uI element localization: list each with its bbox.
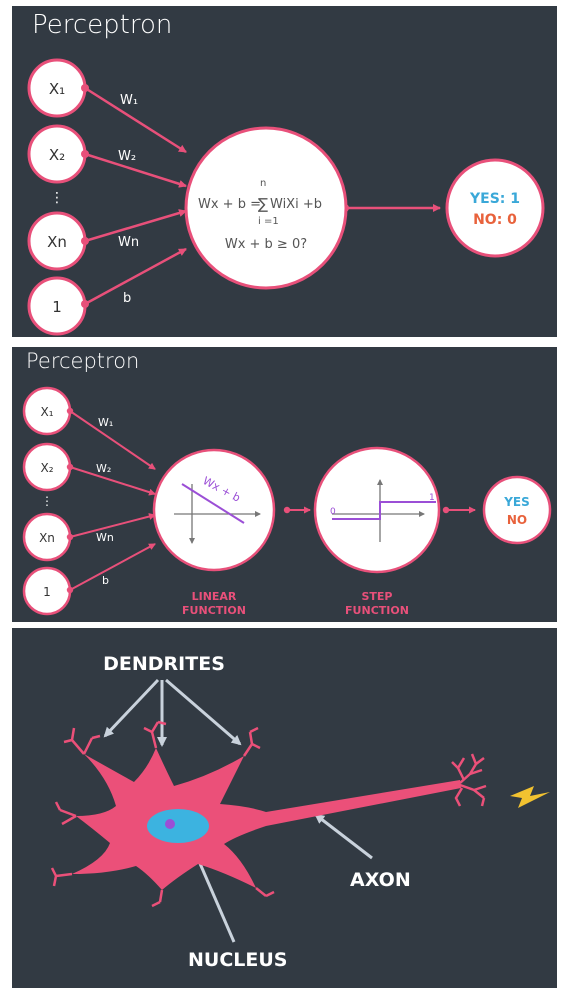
neuron-body [72, 748, 461, 890]
lightning-icon [510, 786, 550, 808]
threshold-condition: Wx + b ≥ 0? [225, 237, 307, 252]
weight-label: W₁ [98, 416, 113, 429]
weight-edges [69, 410, 476, 591]
input-label: X₁ [40, 405, 53, 419]
neuron-panel: DENDRITES AXON NUCLEUS [12, 628, 557, 988]
axon-terminals [451, 753, 487, 807]
linear-function-node: Wx + b [152, 448, 276, 572]
axon-label: AXON [350, 869, 411, 891]
input-node-x1: X₁ [27, 58, 87, 118]
output-node: YES NO [482, 475, 552, 545]
perceptron-panel-1: Perceptron X₁ X₂ ⋮ Xn 1 [12, 6, 557, 337]
dendrites-label: DENDRITES [103, 653, 225, 675]
panel-title: Perceptron [26, 349, 140, 373]
input-label: X₂ [40, 461, 53, 475]
input-label: X₂ [49, 146, 65, 164]
output-no: NO [507, 513, 527, 527]
panel-title: Perceptron [32, 10, 173, 40]
neuron [50, 720, 487, 908]
label-pointer-arrows [103, 678, 373, 943]
output-node: YES: 1 NO: 0 [445, 158, 545, 258]
weight-label: b [123, 291, 131, 306]
step-zero-label: 0 [330, 507, 336, 517]
input-node-x1: X₁ [22, 386, 72, 436]
sum-symbol: ∑ [258, 195, 268, 213]
weight-edges [84, 86, 441, 306]
nucleus [147, 809, 209, 843]
step-caption: STEP [361, 590, 392, 603]
input-label: 1 [43, 585, 51, 599]
weight-label: W₂ [96, 462, 111, 475]
weight-label: Wn [96, 531, 114, 544]
formula-left: Wx + b = [198, 197, 261, 212]
ellipsis: ⋮ [50, 190, 64, 206]
output-no: NO: 0 [473, 212, 517, 228]
input-node-xn: Xn [27, 211, 87, 271]
input-node-x2: X₂ [27, 124, 87, 184]
linear-plot-line [181, 483, 245, 524]
input-node-bias: 1 [22, 566, 72, 616]
weight-label: W₁ [120, 93, 138, 108]
biological-neuron-diagram: DENDRITES AXON NUCLEUS [50, 653, 550, 971]
input-node-xn: Xn [22, 512, 72, 562]
nucleolus [165, 819, 175, 829]
ellipsis: ⋮ [41, 494, 53, 508]
input-label: X₁ [49, 80, 65, 98]
weight-label: Wn [118, 235, 139, 250]
input-label: Xn [47, 233, 67, 251]
step-one-label: 1 [429, 493, 435, 503]
perceptron-panel-2: Perceptron X₁ X₂ ⋮ Xn 1 [12, 347, 557, 622]
sum-upper-limit: n [260, 178, 266, 189]
input-label: Xn [39, 531, 55, 545]
input-label: 1 [52, 298, 62, 316]
step-function-node: 0 1 [313, 446, 441, 574]
perceptron-diagram: X₁ X₂ ⋮ Xn 1 W₁ W₂ Wn b [27, 58, 545, 336]
step-caption: FUNCTION [345, 604, 409, 617]
summation-node: Wx + b = n ∑ i =1 WiXi +b Wx + b ≥ 0? [184, 126, 348, 290]
nucleus-label: NUCLEUS [188, 949, 287, 971]
weight-label: b [102, 574, 109, 587]
dendrite-branches [50, 720, 275, 908]
linear-caption: LINEAR [192, 590, 237, 603]
output-yes: YES [503, 495, 530, 509]
output-yes: YES: 1 [469, 191, 520, 207]
input-node-x2: X₂ [22, 442, 72, 492]
step-plot-line [332, 501, 436, 520]
input-node-bias: 1 [27, 276, 87, 336]
formula-right: WiXi +b [270, 197, 322, 212]
sum-lower-limit: i =1 [258, 216, 279, 227]
weight-label: W₂ [118, 149, 136, 164]
perceptron-function-diagram: X₁ X₂ ⋮ Xn 1 W₁ W₂ Wn [22, 386, 552, 617]
linear-caption: FUNCTION [182, 604, 246, 617]
